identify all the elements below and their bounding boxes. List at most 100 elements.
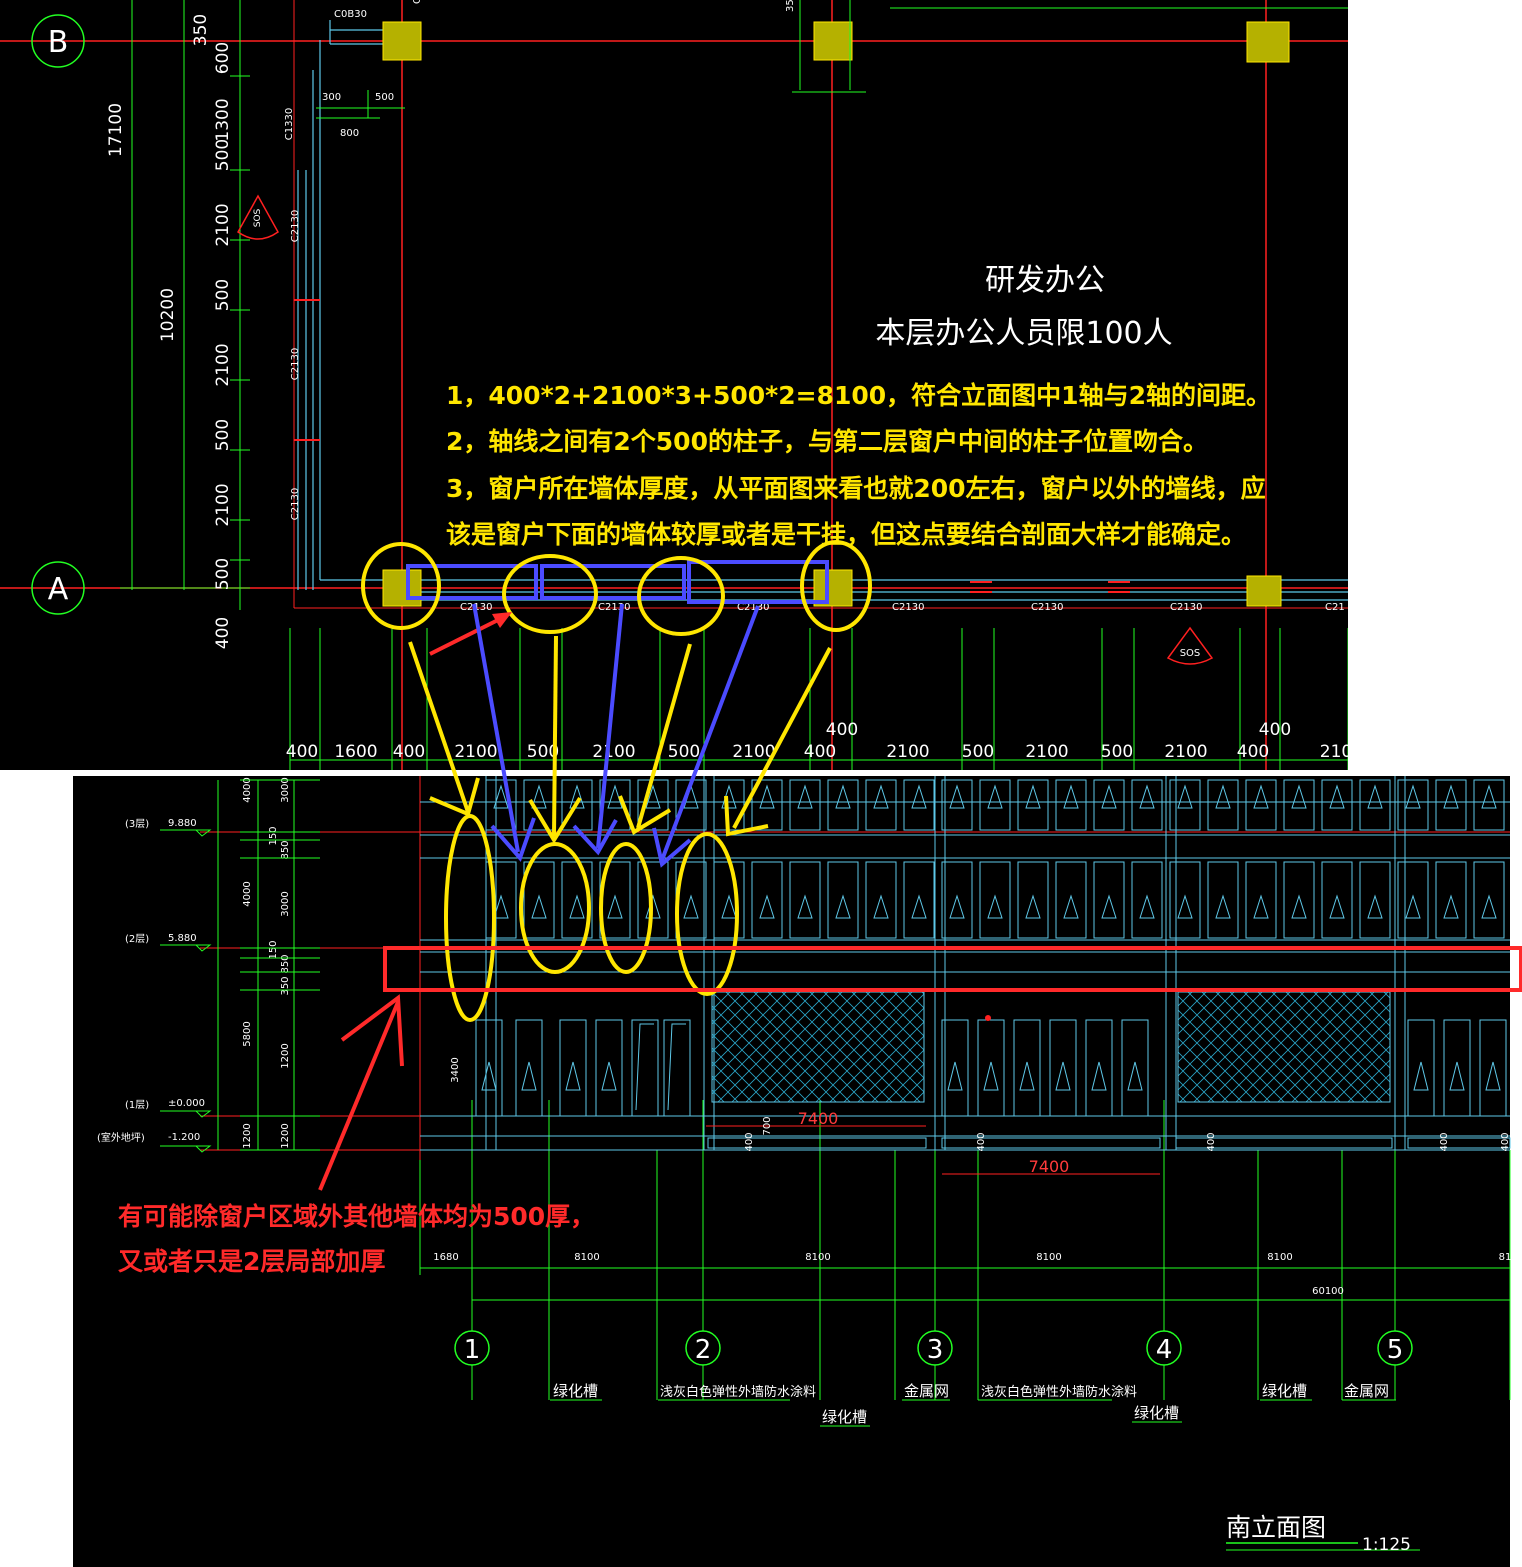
- side-dim: 1200: [242, 1123, 253, 1148]
- dim-1300: 1300: [213, 98, 233, 141]
- window-tag: C1330: [284, 108, 295, 140]
- south-elevation-panel: (3层) (2层) (1层) (室外地坪) 9.880 5.880 ±0.000…: [73, 776, 1511, 1567]
- plan-bottom-dim: 500: [527, 742, 559, 762]
- column: [1246, 575, 1282, 607]
- material-label: 绿化槽: [553, 1382, 598, 1400]
- axis-bubble-2: 2: [685, 1330, 721, 1366]
- bay-dim: 8100: [805, 1252, 830, 1263]
- column: [382, 569, 422, 607]
- small-dim: 400: [1206, 1132, 1217, 1151]
- level-marks: [160, 780, 295, 1153]
- bay-dim: 81: [1499, 1252, 1512, 1263]
- plan-bottom-dim: 400: [286, 742, 318, 762]
- red-note-line-1: 有可能除窗户区域外其他墙体均为500厚，: [118, 1202, 595, 1231]
- plan-bottom-dim: 400: [393, 742, 425, 762]
- red-elevation-arrow: [318, 994, 404, 1191]
- side-dim: 4000: [242, 881, 253, 906]
- note-line-1: 1，400*2+2100*3+500*2=8100，符合立面图中1轴与2轴的间距…: [446, 381, 1271, 410]
- plan-bottom-dim: 2100: [732, 742, 775, 762]
- bay-dim: 8100: [574, 1252, 599, 1263]
- yellow-circle: [637, 556, 725, 636]
- red-pointer-arrow: [429, 612, 512, 656]
- column: [382, 21, 422, 61]
- elevation-background: [73, 776, 1510, 1567]
- bay-dim: 1680: [433, 1252, 458, 1263]
- bay-dim: 8100: [1267, 1252, 1292, 1263]
- red-notes: 有可能除窗户区域外其他墙体均为500厚， 又或者只是2层局部加厚: [118, 1202, 595, 1276]
- window-tag: C2130: [290, 210, 301, 242]
- room-name: 研发办公: [985, 263, 1105, 298]
- red-note-line-2: 又或者只是2层局部加厚: [118, 1247, 385, 1276]
- axis-bubble-4: 4: [1146, 1330, 1182, 1366]
- grid-bubble-b: B: [31, 14, 85, 68]
- dim-7400: 7400: [798, 1109, 839, 1128]
- sos-marker: SOS: [1166, 626, 1214, 665]
- dim-2100: 2100: [213, 343, 233, 386]
- window-tag: C2130: [1031, 602, 1063, 613]
- floor-labels: (3层) (2层) (1层) (室外地坪): [97, 818, 149, 1144]
- note-line-4: 该是窗户下面的墙体较厚或者是干挂，但这点要结合剖面大样才能确定。: [446, 520, 1246, 549]
- dim-400-upper: 400: [826, 720, 858, 740]
- plan-bottom-dim: 2100: [1025, 742, 1068, 762]
- blue-box: [406, 564, 538, 600]
- dim-2100: 2100: [213, 203, 233, 246]
- plan-bottom-dim: 500: [962, 742, 994, 762]
- plan-bottom-dim: 210: [1320, 742, 1352, 762]
- material-label: 金属网: [904, 1382, 949, 1400]
- window-tag: C2130: [1170, 602, 1202, 613]
- small-dim: 700: [762, 1116, 773, 1135]
- window-tag: C2130: [737, 602, 769, 613]
- dim-500: 500: [213, 279, 233, 311]
- side-dim: 150: [268, 826, 279, 845]
- plan-bottom-dim: 2100: [454, 742, 497, 762]
- dim-35: 35: [785, 0, 796, 12]
- small-dim: 400: [744, 1132, 755, 1151]
- dim-7400-group: 7400 7400: [706, 1109, 1160, 1176]
- sos-marker: SOS: [237, 194, 279, 240]
- plan-bottom-dim: 1600: [334, 742, 377, 762]
- window-tag: C2130: [290, 348, 301, 380]
- window-tag: C2130: [290, 488, 301, 520]
- blue-arrows: [472, 603, 760, 868]
- blue-box: [540, 564, 686, 600]
- side-dim: 350: [280, 976, 291, 995]
- small-dim: 400: [1500, 1132, 1511, 1151]
- dim-400: 400: [213, 617, 233, 649]
- separator: [0, 770, 1522, 776]
- floor-label: (3层): [125, 818, 149, 830]
- grid-bubble-b-label: B: [48, 25, 69, 60]
- bay-dims: 1680 8100 8100 8100 8100 81 60100: [433, 1252, 1511, 1297]
- dim-17100: 17100: [106, 103, 126, 157]
- axis-bubble-label: 4: [1156, 1335, 1173, 1365]
- column: [1246, 21, 1290, 63]
- yellow-ellipse: [519, 842, 591, 974]
- level-value: -1.200: [168, 1132, 200, 1143]
- material-label: 金属网: [1344, 1382, 1389, 1400]
- plan-dimension-lines: [120, 0, 1348, 761]
- side-dim: 850: [280, 840, 291, 859]
- level-value: ±0.000: [168, 1098, 205, 1109]
- drawing-title: 南立面图: [1226, 1513, 1326, 1542]
- dim-600: 600: [213, 42, 233, 74]
- axis-bubble-1: 1: [454, 1330, 490, 1366]
- level-value: 9.880: [168, 818, 197, 829]
- yellow-notes: 1，400*2+2100*3+500*2=8100，符合立面图中1轴与2轴的间距…: [446, 381, 1271, 549]
- axis-bubble-5: 5: [1377, 1330, 1413, 1366]
- axis-bubble-label: 2: [695, 1335, 712, 1365]
- floor-label: (2层): [125, 933, 149, 945]
- left-inner-dims: 350 600 1300 500 2100 500 2100 500 2100 …: [191, 14, 233, 649]
- side-dim: 1200: [280, 1123, 291, 1148]
- window-tag: C21: [1325, 602, 1345, 613]
- side-dim: 850: [280, 954, 291, 973]
- margin-right-top: [1348, 0, 1522, 770]
- plan-dimension-ticks: [289, 628, 1349, 770]
- material-label: 绿化槽: [1262, 1382, 1307, 1400]
- yellow-arrows: [408, 635, 832, 844]
- plan-bottom-dim: 2100: [592, 742, 635, 762]
- dim-2100: 2100: [213, 483, 233, 526]
- dim-500: 500: [213, 139, 233, 171]
- dim-500: 500: [375, 92, 394, 103]
- dim-400-upper: 400: [1259, 720, 1291, 740]
